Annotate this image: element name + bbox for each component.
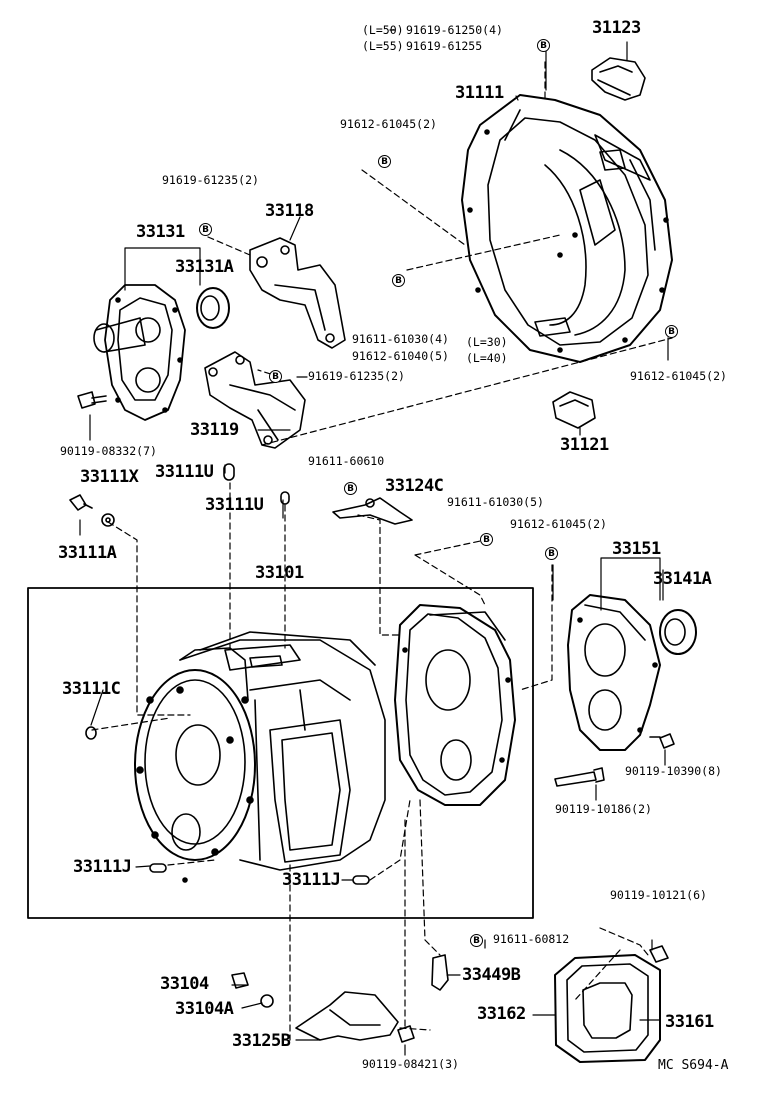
label-33161: 33161 — [665, 1012, 714, 1032]
label-33151: 33151 — [612, 539, 661, 559]
b-badge: B — [665, 325, 678, 338]
label-90119-08332: 90119-08332(7) — [60, 444, 157, 458]
label-91611-60812: 91611-60812 — [493, 932, 570, 946]
b-badge: B — [392, 274, 405, 287]
oil-seal-33141A — [659, 609, 697, 655]
dashed-lines — [91, 61, 673, 1041]
small-parts — [69, 391, 675, 1043]
cover-33161 — [554, 954, 661, 1063]
diagram-code: MC S694-A — [658, 1058, 729, 1073]
clutch-housing-31111 — [461, 94, 673, 363]
label-91612-61045-a: 91612-61045(2) — [340, 117, 437, 131]
label-33104: 33104 — [160, 974, 209, 994]
label-33111U-a: 33111U — [155, 462, 214, 482]
label-l40: (L=40) — [466, 351, 508, 365]
leader-lines — [79, 29, 669, 1056]
label-33141A: 33141A — [653, 569, 712, 589]
label-91611-61030-b: 91611-61030(5) — [447, 495, 544, 509]
label-91612-61040: 91612-61040(5) — [352, 349, 449, 363]
label-90119-10390: 90119-10390(8) — [625, 764, 722, 778]
bearing-retainer-33131 — [93, 284, 186, 421]
label-33111X: 33111X — [80, 467, 139, 487]
transmission-case-33101 — [134, 631, 386, 883]
label-33449B: 33449B — [462, 965, 521, 985]
label-33111J-b: 33111J — [282, 870, 341, 890]
label-91611-60610: 91611-60610 — [308, 454, 385, 468]
b-badge: B — [545, 547, 558, 560]
bracket-33119 — [204, 351, 306, 449]
b-badge: B — [537, 39, 550, 52]
label-33111C: 33111C — [62, 679, 121, 699]
label-90119-08421: 90119-08421(3) — [362, 1057, 459, 1071]
b-badge: B — [480, 533, 493, 546]
label-33162: 33162 — [477, 1004, 526, 1024]
case-half — [394, 604, 516, 806]
oil-seal-33131A — [196, 287, 230, 329]
label-33119: 33119 — [190, 420, 239, 440]
label-33125B: 33125B — [232, 1031, 291, 1051]
label-31121: 31121 — [560, 435, 609, 455]
label-l55: (L=55) — [362, 39, 404, 53]
label-91619-61235-a: 91619-61235(2) — [162, 173, 259, 187]
b-badge: B — [344, 482, 357, 495]
label-90119-10186: 90119-10186(2) — [555, 802, 652, 816]
label-33124C: 33124C — [385, 476, 444, 496]
b-badge: B — [470, 934, 483, 947]
label-90119-10121: 90119-10121(6) — [610, 888, 707, 902]
label-33111U-b: 33111U — [205, 495, 264, 515]
bracket-33118 — [249, 237, 346, 349]
assembly-box — [27, 587, 534, 919]
label-l30: (L=30) — [466, 335, 508, 349]
label-91619-61235-b: 91619-61235(2) — [308, 369, 405, 383]
cover-31121 — [552, 391, 596, 429]
label-31111: 31111 — [455, 83, 504, 103]
label-33111A: 33111A — [58, 543, 117, 563]
bracket-33449B — [431, 954, 449, 991]
label-91619-61255: 91619-61255 — [406, 39, 483, 53]
extension-housing-33151 — [567, 594, 661, 751]
label-91619-61250: 91619-61250(4) — [406, 23, 503, 37]
label-33104A: 33104A — [175, 999, 234, 1019]
label-91612-61045-b: 91612-61045(2) — [630, 369, 727, 383]
label-33131A: 33131A — [175, 257, 234, 277]
boot-31123 — [591, 57, 646, 101]
plate-33124C — [332, 497, 413, 525]
bracket-33125B — [295, 991, 399, 1041]
label-91612-61045-c: 91612-61045(2) — [510, 517, 607, 531]
label-33131: 33131 — [136, 222, 185, 242]
b-badge: B — [199, 223, 212, 236]
label-33111J-a: 33111J — [73, 857, 132, 877]
label-33101: 33101 — [255, 563, 304, 583]
label-33118: 33118 — [265, 201, 314, 221]
b-badge: B — [269, 370, 282, 383]
label-l50: (L=50) — [362, 23, 404, 37]
label-31123: 31123 — [592, 18, 641, 38]
label-91611-61030-a: 91611-61030(4) — [352, 332, 449, 346]
b-badge: B — [378, 155, 391, 168]
